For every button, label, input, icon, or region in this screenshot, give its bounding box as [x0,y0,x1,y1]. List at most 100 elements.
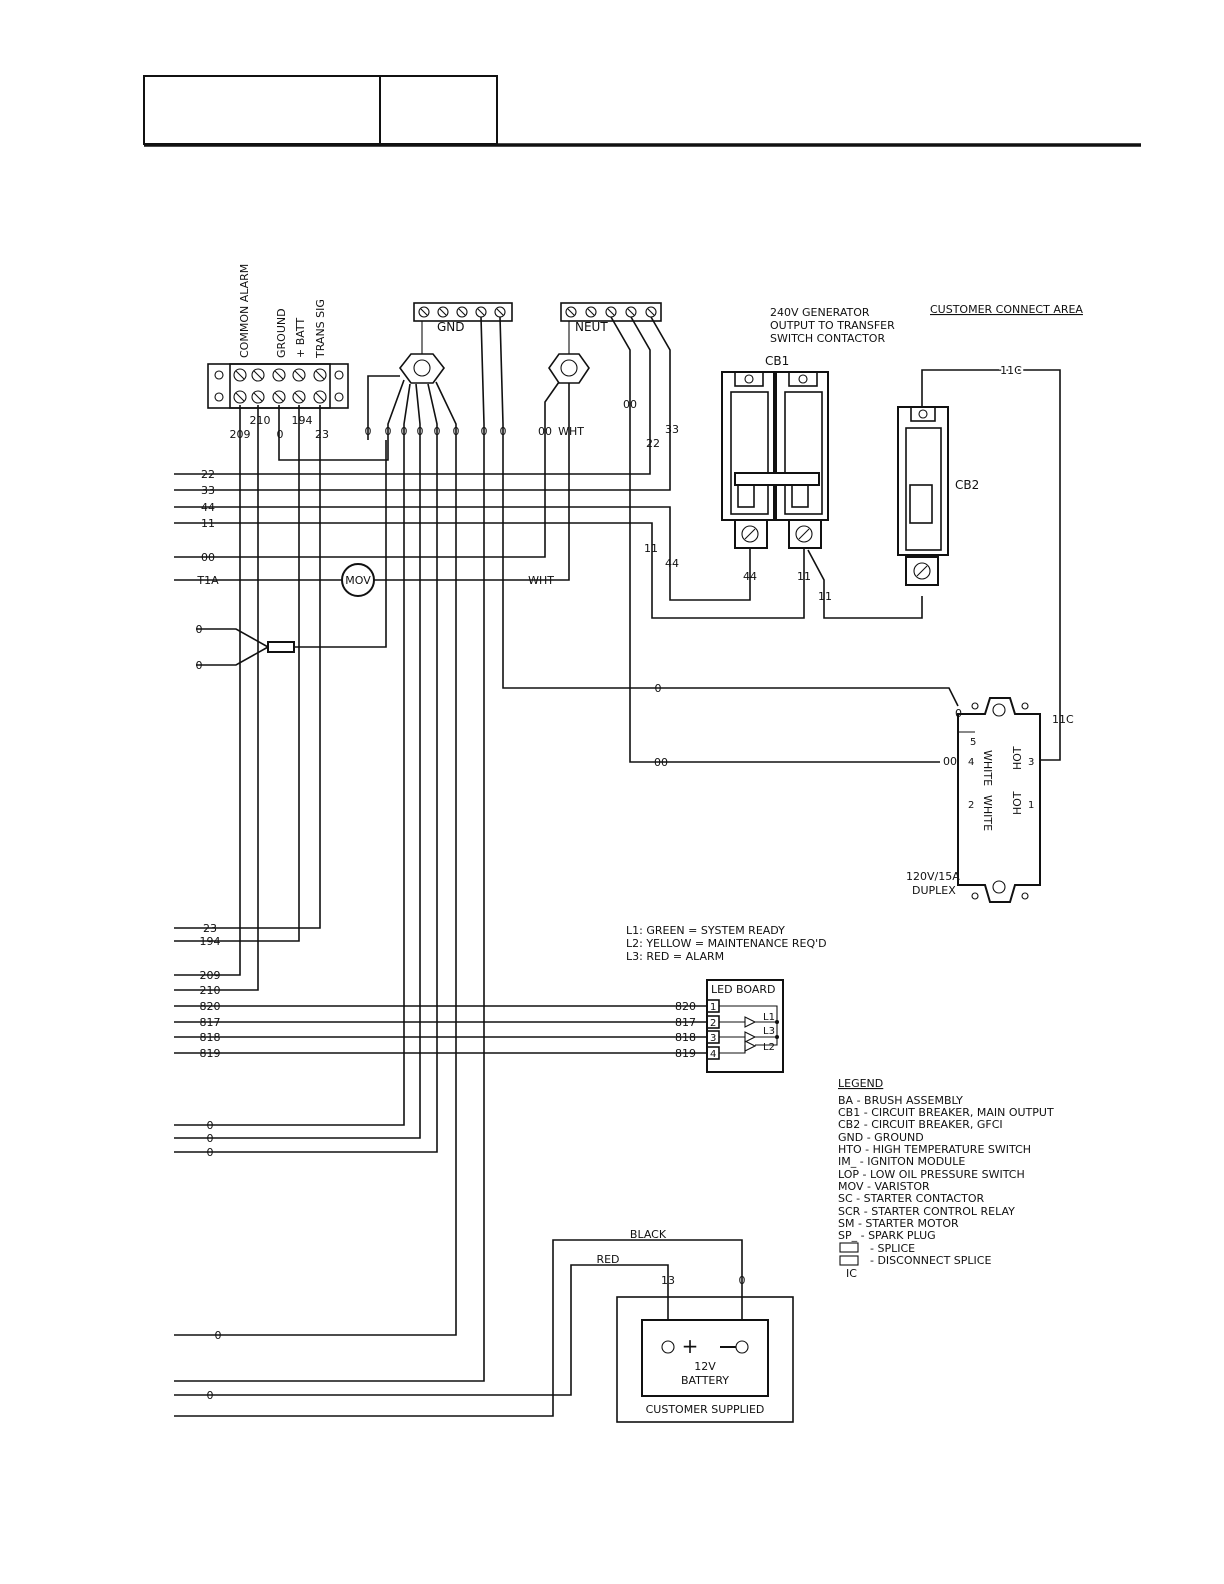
label-common-alarm: COMMON ALARM [238,264,251,358]
left-wire-0-c: 0 [207,1119,214,1132]
neut-wire-22: 22 [646,437,660,450]
wire-label-210: 210 [250,414,271,427]
left-wire-33: 33 [201,484,215,497]
left-wire-23: 23 [203,922,217,935]
receptacle-wire-0: 0 [955,707,962,720]
wire-00-to-receptacle: 00 [654,756,668,769]
battery-label-2: BATTERY [681,1374,729,1387]
receptacle-pin-1: 1 [1028,800,1034,811]
legend-item-sp: SP_ - SPARK PLUG [838,1229,936,1242]
receptacle-caption-2: DUPLEX [912,884,956,897]
wire-label-194: 194 [292,414,313,427]
gnd-wire-0-c: 0 [401,425,408,438]
cb1-wire-44: 44 [743,570,757,583]
legend-item-sc: SC - STARTER CONTACTOR [838,1192,984,1205]
led-pin-1: 1 [710,1002,716,1013]
battery-area: BLACK RED 13 0 + 12V BATTERY CUSTOMER SU… [596,1228,794,1423]
gnd-wire-0-g: 0 [481,425,488,438]
neut-stud-hex [548,353,590,384]
neut-label: NEUT [575,320,608,334]
left-wire-t1a: T1A [196,574,219,587]
header-cell-2 [379,75,498,145]
led-wire-819: 819 [675,1047,696,1060]
led-note-3: L3: RED = ALARM [626,950,724,963]
cb2-wire-11: 11 [818,590,832,603]
legend-ic: IC [846,1267,857,1280]
cb2-gfci-breaker: CUSTOMER CONNECT AREA CB2 11 [818,303,1083,603]
legend-item-hto: HTO - HIGH TEMPERATURE SWITCH [838,1143,1031,1156]
led-l3-diode [744,1031,757,1043]
legend-item-sm: SM - STARTER MOTOR [838,1217,959,1230]
header-cell-1 [143,75,381,145]
wiring [174,316,1061,1417]
receptacle-white-2: WHITE [981,795,994,831]
left-wire-210: 210 [200,984,221,997]
battery-wire-red: RED [596,1253,619,1266]
duplex-receptacle: 5 4 3 2 1 WHITE WHITE HOT HOT 120V/15A D… [906,697,1074,903]
led-pin-3: 3 [710,1033,716,1044]
left-wire-22: 22 [201,468,215,481]
receptacle-wire-00: 00 [943,755,957,768]
left-wire-0-a: 0 [196,623,203,636]
mov-varistor: MOV [341,563,375,597]
battery-wire-black: BLACK [630,1228,667,1241]
wire-label-ground-0: 0 [277,428,284,441]
left-wire-00: 00 [201,551,215,564]
neut-wire-33: 33 [665,423,679,436]
wire-11-cb1-route: 11 [644,542,658,555]
cb1-breaker: 240V GENERATOR OUTPUT TO TRANSFER SWITCH… [721,306,895,583]
legend-item-disconnect-splice: - DISCONNECT SPLICE [870,1254,991,1267]
gnd-wire-0-e: 0 [434,425,441,438]
led-l1-label: L1 [763,1012,775,1023]
neut-wire-00: 00 [538,425,552,438]
left-wire-819: 819 [200,1047,221,1060]
left-wire-0-f: 0 [215,1329,222,1342]
neut-wire-wht: WHT [558,425,584,438]
neut-wire-00-b: 00 [623,398,637,411]
receptacle-wire-11c: 11C [1052,713,1074,726]
left-wire-820: 820 [200,1000,221,1013]
legend-item-ba: BA - BRUSH ASSEMBLY [838,1094,963,1107]
led-wire-818: 818 [675,1031,696,1044]
left-wire-209: 209 [200,969,221,982]
led-l3-label: L3 [763,1026,775,1037]
receptacle-pin-5: 5 [970,737,976,748]
cb1-caption-2: OUTPUT TO TRANSFER [770,319,895,332]
battery-wire-13: 13 [661,1274,675,1287]
led-pin-2: 2 [710,1018,716,1029]
wire-11c-top: 11C [1000,364,1022,377]
mov-label: MOV [345,574,371,587]
legend-item-mov: MOV - VARISTOR [838,1180,930,1193]
receptacle-pin-3: 3 [1028,757,1034,768]
left-wire-0-d: 0 [207,1132,214,1145]
left-wire-44: 44 [201,501,215,514]
receptacle-caption-1: 120V/15A [906,870,960,883]
label-ground: GROUND [275,308,288,358]
cb1-label: CB1 [765,354,789,368]
legend-item-im: IM_ - IGNITON MODULE [838,1155,965,1168]
receptacle-hot-1: HOT [1011,746,1024,770]
wire-0-to-receptacle: 0 [655,682,662,695]
led-board-title: LED BOARD [711,983,776,996]
left-wire-817: 817 [200,1016,221,1029]
legend-item-gnd: GND - GROUND [838,1131,924,1144]
cb1-caption-1: 240V GENERATOR [770,306,870,319]
gnd-stud-hex [398,353,446,384]
left-wire-11: 11 [201,517,215,530]
legend-item-cb1: CB1 - CIRCUIT BREAKER, MAIN OUTPUT [838,1106,1054,1119]
left-wire-labels: 22 33 44 11 00 T1A WHT 0 0 11 44 23 194 … [196,468,680,1402]
battery-wire-0: 0 [739,1274,746,1287]
receptacle-hot-2: HOT [1011,791,1024,815]
led-note-2: L2: YELLOW = MAINTENANCE REQ'D [626,937,827,950]
led-board: LED BOARD 1 2 3 4 820 817 818 819 L1 L3 … [675,979,784,1073]
led-note-1: L1: GREEN = SYSTEM READY [626,924,785,937]
led-pin-4: 4 [710,1049,716,1060]
gnd-terminal-block: GND [398,302,513,384]
led-l2-label: L2 [763,1042,775,1053]
receptacle-pin-2: 2 [968,800,974,811]
legend-disconnect-splice-symbol [839,1255,859,1266]
gnd-label: GND [437,320,465,334]
gnd-wire-0-a: 0 [365,425,372,438]
label-trans-sig: TRANS SIG [314,299,327,359]
